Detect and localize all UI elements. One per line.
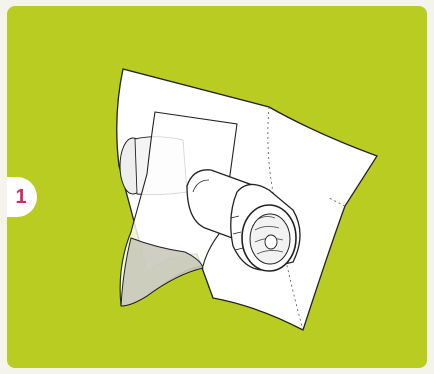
illustration-panel: 1 xyxy=(7,6,427,368)
step-number: 1 xyxy=(15,187,26,207)
illustration-svg xyxy=(7,6,427,368)
socket-contact xyxy=(265,235,277,249)
